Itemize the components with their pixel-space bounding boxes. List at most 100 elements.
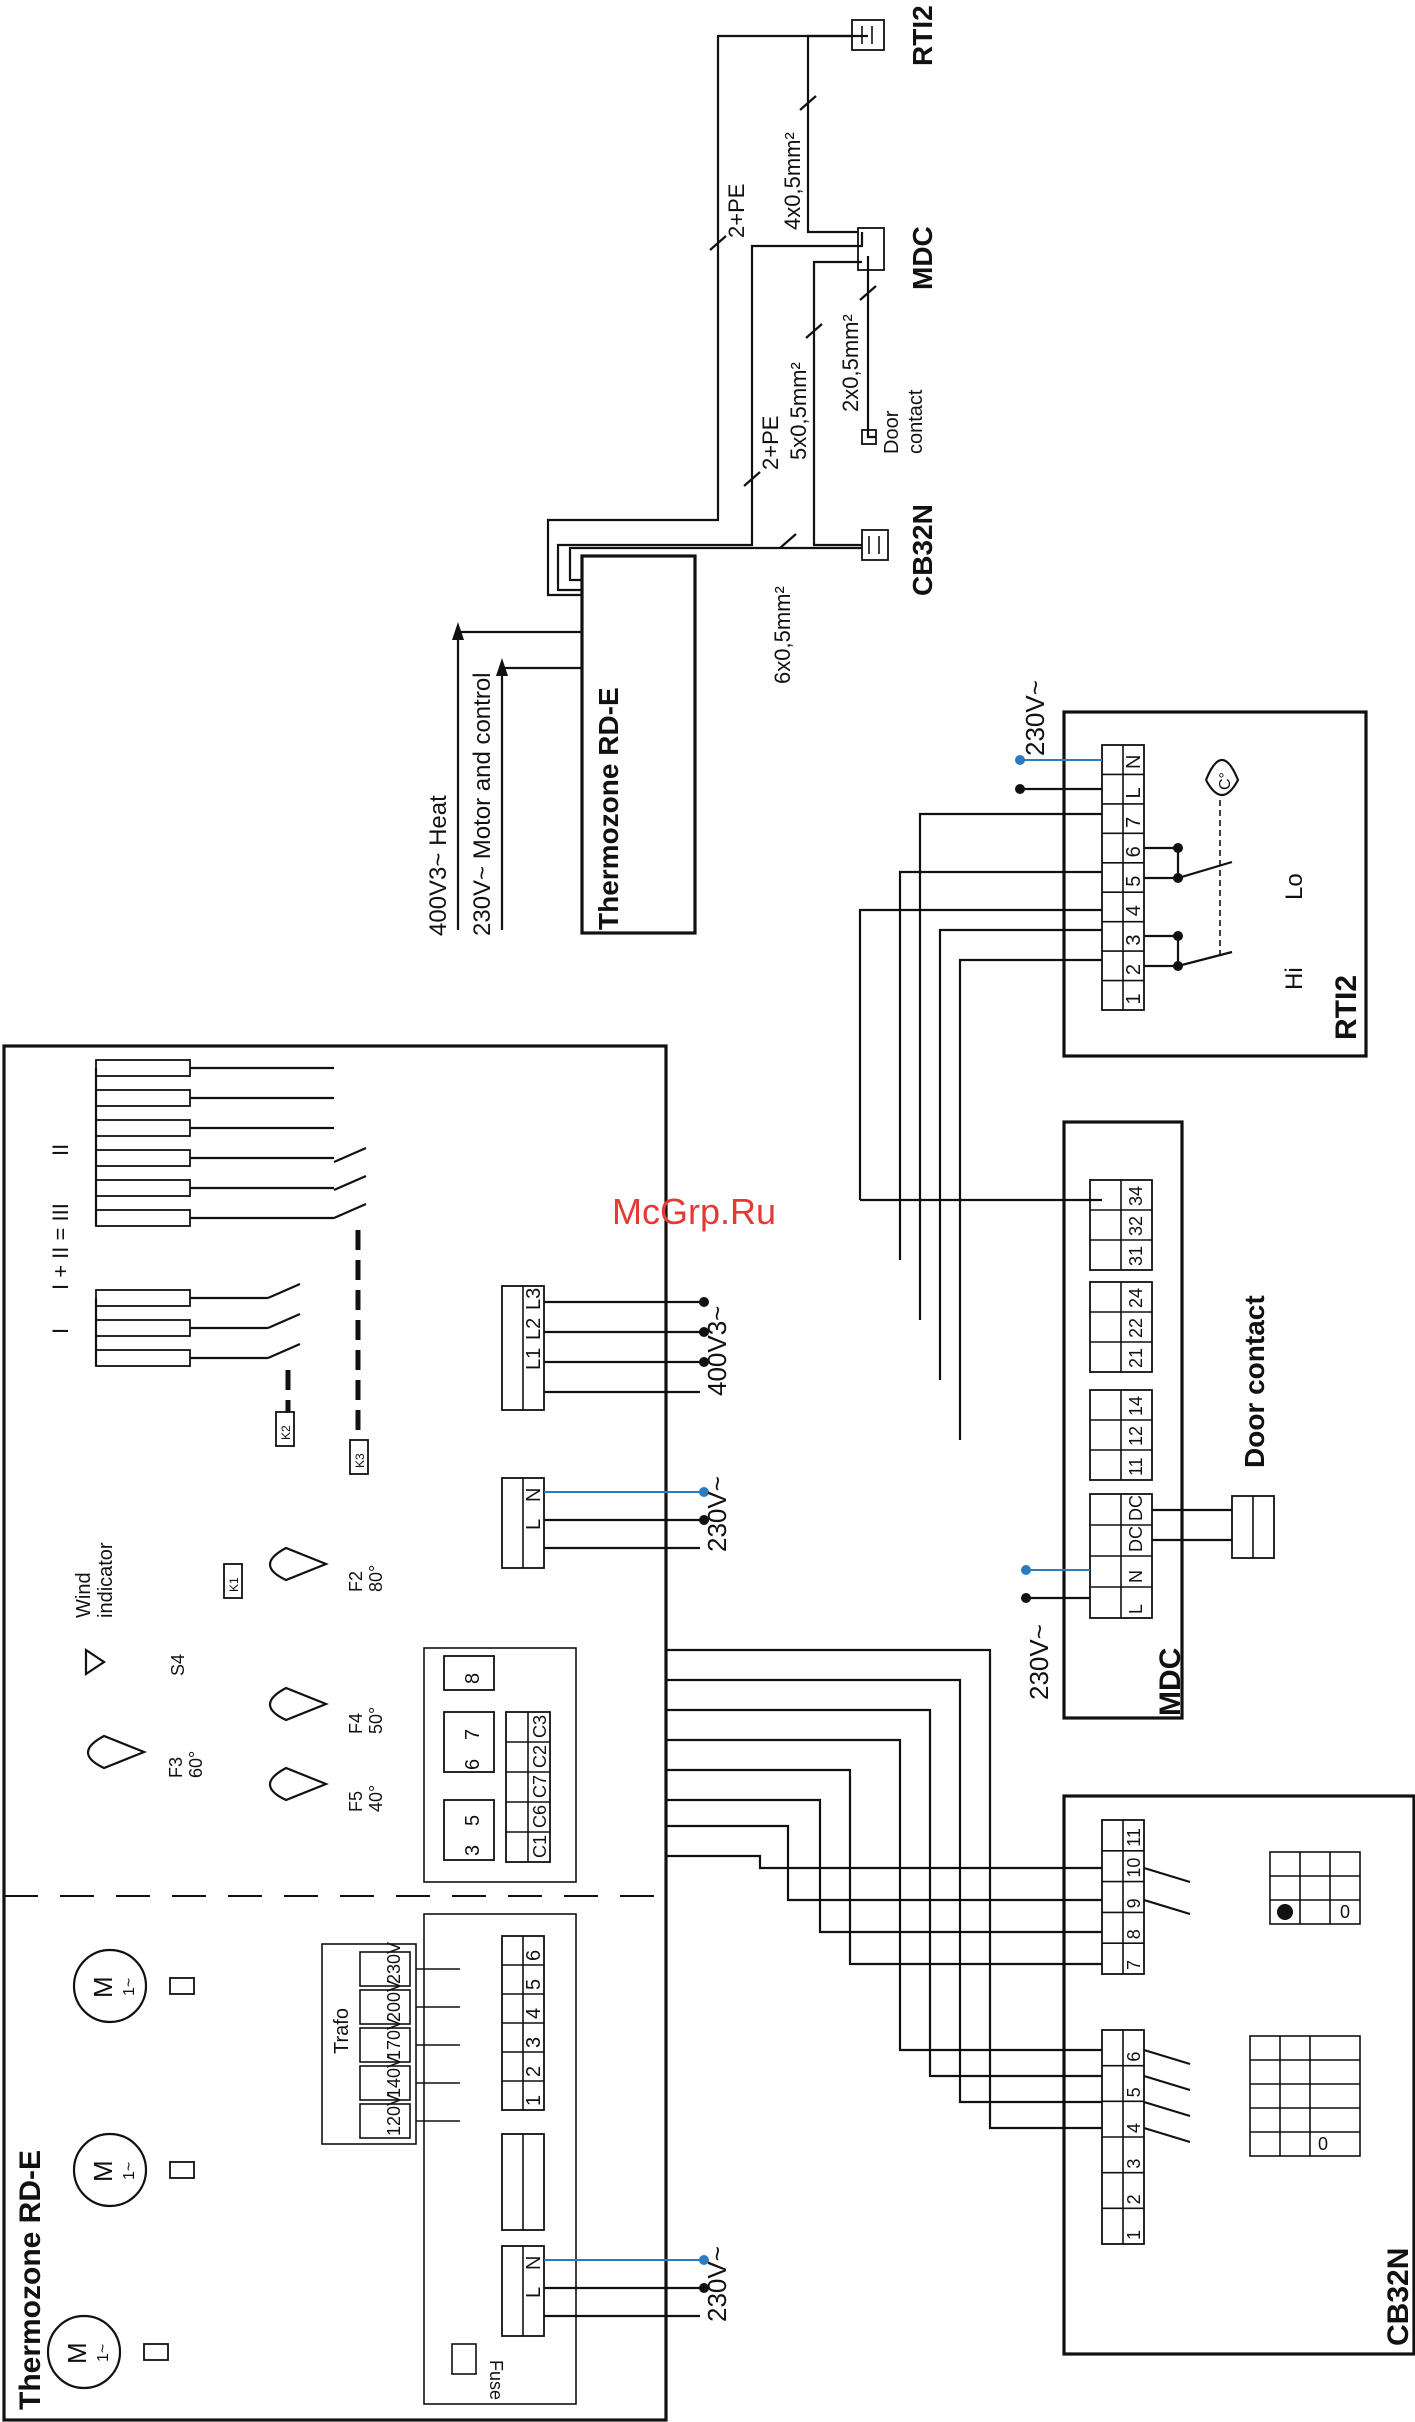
cb32n-device: CB32N (861, 504, 938, 596)
mdc-terminal-12-2-1: 12 (1126, 1426, 1146, 1446)
supply-motor-label: 230V~ Motor and control (469, 673, 496, 937)
terminal-400v: L3 L2 L1 (501, 1285, 545, 1411)
cb32n-terminal-4: 4 (1124, 2123, 1144, 2133)
relay-k1: K1 (223, 1563, 243, 1599)
cb32n-terminal-3: 3 (1124, 2159, 1144, 2169)
mdc-door-label: Door contact (1239, 1295, 1270, 1468)
mdc-terminal-22-1-1: 22 (1126, 1318, 1146, 1338)
cable-2pe-a-label: 2+PE (724, 184, 749, 238)
door-label-2: contact (905, 389, 927, 454)
mdc-supply-label: 230V~ (1024, 1624, 1054, 1700)
mdc-terminal-N-3-2: N (1126, 1570, 1146, 1583)
motor-label-3: M (62, 2342, 92, 2364)
trafo-tap-200V: 200V (384, 1980, 404, 2022)
rti2-terminal-1: 1 (1123, 993, 1145, 1004)
f2-label: F2 (346, 1571, 366, 1592)
f5-label: F5 (346, 1791, 366, 1812)
fan-motor-1 (72, 1948, 148, 2024)
f3-temp: 60° (186, 1751, 206, 1778)
rti2-terminal-4: 4 (1123, 905, 1145, 916)
cb32n-terminal-11: 11 (1124, 1828, 1144, 1847)
fan-motor-3 (46, 2314, 122, 2390)
mdc-terminal-24-1-0: 24 (1126, 1288, 1146, 1308)
heater-element-3 (95, 1119, 191, 1137)
mdc-terminal-32-0-1: 32 (1126, 1216, 1146, 1236)
supply-230v-a: 230V~ (702, 1476, 732, 1552)
cable-cb32n-rde (568, 546, 862, 582)
term-N-a: N (523, 1488, 545, 1502)
rti2-top-label: RTI2 (907, 5, 938, 66)
ctrl-num-terminal-6: 6 (462, 1759, 484, 1770)
cb32n-terminal-5: 5 (1124, 2087, 1144, 2097)
thermozone-small-label: Thermozone RD-E (593, 687, 624, 930)
f3-label: F3 (166, 1757, 186, 1778)
mdc-terminal-21-1-2: 21 (1126, 1348, 1146, 1368)
terminal-230v-a: N L (501, 1477, 545, 1569)
rti2-terminal-3: 3 (1123, 935, 1145, 946)
mdc-terminal-11-2-2: 11 (1126, 1457, 1146, 1476)
f4-temp: 50° (366, 1707, 386, 1734)
heater-element-7 (95, 1289, 191, 1307)
stage-I: I (48, 1328, 73, 1334)
motor-sub-2: 1~ (121, 2162, 138, 2180)
door-label-1: Door (881, 410, 903, 454)
cable-rti2-2pe (546, 34, 852, 597)
cb32n-terminal-10: 10 (1124, 1858, 1144, 1878)
cable-2pe-b-label: 2+PE (758, 416, 783, 470)
mdc-terminal-14-2-0: 14 (1126, 1396, 1146, 1416)
cable-rti2-mdc (806, 34, 868, 234)
rti2-hi: Hi (1281, 967, 1308, 990)
heater-element-4 (95, 1149, 191, 1167)
fuse-label: Fuse (486, 2360, 506, 2400)
cb32n-terminal-9: 9 (1124, 1898, 1144, 1908)
wind-label-1: Wind (73, 1572, 95, 1618)
motor-terminal-2: 2 (523, 2066, 545, 2077)
terminal-230v-b: N L (501, 2245, 545, 2337)
heater-element-5 (95, 1179, 191, 1197)
cable-rti2-label: 4x0,5mm² (780, 132, 805, 230)
supply-heat-label: 400V3~ Heat (425, 795, 452, 936)
control-panel (423, 1647, 577, 1883)
trafo-tap-230V: 230V (384, 1942, 404, 1984)
mdc-terminal-DC-3-1: DC (1126, 1526, 1146, 1552)
mdc-terminal-DC-3-0: DC (1126, 1495, 1146, 1521)
rti-mdc-wires (858, 812, 1102, 1440)
cable-2x-label: 2x0,5mm² (838, 314, 863, 412)
supply-motor-line (500, 666, 582, 930)
ctrl-terminal-C1: C1 (530, 1835, 550, 1858)
rti2-terminal-5: 5 (1123, 876, 1145, 887)
ctrl-num-terminal-7: 7 (462, 1729, 484, 1740)
ctrl-num-terminal-3: 3 (462, 1845, 484, 1856)
ctrl-terminal-C3: C3 (530, 1715, 550, 1738)
cable-5x-label: 5x0,5mm² (786, 362, 811, 460)
motor-terminal-4: 4 (523, 2008, 545, 2019)
stage-II: II (48, 1144, 73, 1156)
cb32n-top-label: CB32N (907, 504, 938, 596)
term-L-a: L (523, 1519, 545, 1530)
ctrl-terminal-C7: C7 (530, 1775, 550, 1798)
mdc-terminal-34-0-0: 34 (1126, 1186, 1146, 1206)
wind-label-2: indicator (95, 1542, 117, 1618)
rti2-terminal-2: 2 (1123, 964, 1145, 975)
term-N-b: N (523, 2256, 545, 2270)
motor-terminal-3: 3 (523, 2037, 545, 2048)
relay-k3: K3 (349, 1439, 369, 1475)
relay-k2: K2 (275, 1411, 295, 1447)
rti2-sensor: C° (1217, 772, 1234, 790)
cable-mdc-2pe (556, 232, 864, 592)
rti2-terminal-N: N (1123, 755, 1145, 769)
cable-mdc-cb32n (812, 260, 862, 547)
ctrl-terminal-C6: C6 (530, 1805, 550, 1828)
ctrl-terminal-C2: C2 (530, 1745, 550, 1768)
motor-terminal-5: 5 (523, 1979, 545, 1990)
watermark: McGrp.Ru (612, 1191, 776, 1232)
trafo-tap-140V: 140V (384, 2056, 404, 2098)
supply-400v: 400V3~ (702, 1306, 732, 1396)
svg-text:K2: K2 (279, 1425, 293, 1440)
rti2-supply-label: 230V~ (1020, 680, 1050, 756)
motor-sub-3: 1~ (95, 2344, 112, 2362)
fan-motor-2 (72, 2132, 148, 2208)
cb32n-grid-bottom: 0 (1249, 2035, 1361, 2157)
mdc-top-label: MDC (907, 226, 938, 290)
